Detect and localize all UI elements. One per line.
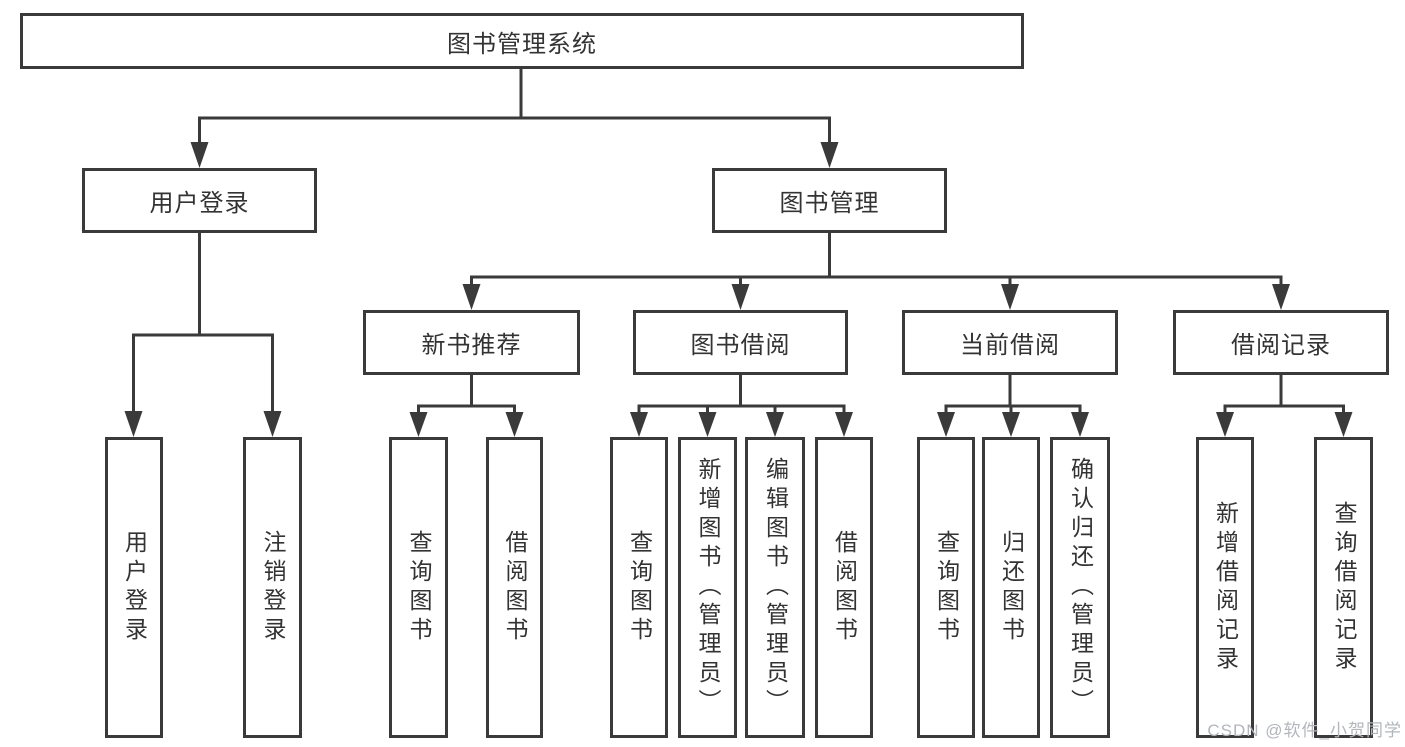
leaf-query-books-current: 查询图书 <box>917 437 975 738</box>
leaf-user-login: 用户登录 <box>105 437 163 738</box>
leaf-label: 新增借阅记录 <box>1212 500 1239 675</box>
leaf-label: 新增图书（管理员） <box>695 457 721 718</box>
leaf-borrow-books: 借阅图书 <box>815 437 873 738</box>
leaf-query-books-borrowing: 查询图书 <box>610 437 668 738</box>
node-book-management-system: 图书管理系统 <box>20 13 1024 69</box>
csdn-watermark: CSDN @软件_小贺同学 <box>1207 721 1402 740</box>
leaf-edit-books-admin: 编辑图书（管理员） <box>745 437 805 738</box>
leaf-label: 借阅图书 <box>831 529 858 646</box>
leaf-label: 查询借阅记录 <box>1331 500 1357 675</box>
leaf-query-borrow-record: 查询借阅记录 <box>1314 437 1373 738</box>
node-label: 新书推荐 <box>421 332 522 359</box>
leaf-label: 查询图书 <box>626 529 653 646</box>
leaf-add-borrow-record: 新增借阅记录 <box>1196 437 1254 738</box>
node-label: 图书管理系统 <box>447 30 597 58</box>
leaf-return-books: 归还图书 <box>982 437 1040 738</box>
node-borrowing-records: 借阅记录 <box>1173 310 1389 375</box>
leaf-label: 查询图书 <box>933 529 960 646</box>
node-user-login: 用户登录 <box>82 168 317 233</box>
node-book-management: 图书管理 <box>712 168 947 233</box>
leaf-label: 编辑图书（管理员） <box>762 457 789 718</box>
leaf-label: 用户登录 <box>121 529 148 646</box>
node-label: 图书借阅 <box>690 332 791 359</box>
leaf-label: 注销登录 <box>260 529 286 646</box>
node-new-book-recommendation: 新书推荐 <box>363 310 580 375</box>
leaf-label: 借阅图书 <box>502 529 528 646</box>
leaf-label: 查询图书 <box>406 529 432 646</box>
node-label: 图书管理 <box>779 190 880 217</box>
node-label: 用户登录 <box>149 190 250 217</box>
node-book-borrowing: 图书借阅 <box>633 310 848 375</box>
leaf-confirm-return-admin: 确认归还（管理员） <box>1050 437 1110 738</box>
leaf-label: 确认归还（管理员） <box>1067 457 1094 718</box>
leaf-borrow-books-recommend: 借阅图书 <box>486 437 543 738</box>
leaf-query-books-recommend: 查询图书 <box>389 437 448 738</box>
node-current-borrowing: 当前借阅 <box>902 310 1118 375</box>
leaf-add-books-admin: 新增图书（管理员） <box>678 437 737 738</box>
node-label: 借阅记录 <box>1231 332 1331 359</box>
leaf-logout: 注销登录 <box>243 437 302 738</box>
leaf-label: 归还图书 <box>998 529 1025 646</box>
node-label: 当前借阅 <box>960 332 1060 359</box>
